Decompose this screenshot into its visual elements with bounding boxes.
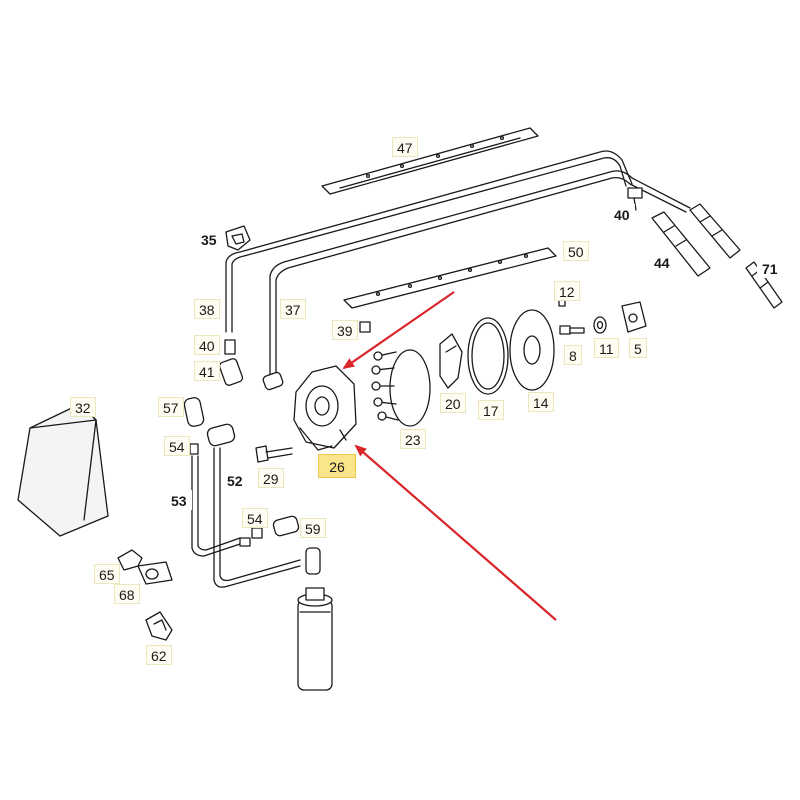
part-40-connector-top: [627, 187, 643, 211]
part-54-terminal-lower: [239, 527, 263, 547]
part-41-connector: [218, 358, 244, 386]
callout-35[interactable]: 35: [196, 229, 222, 249]
part-59-boot: [272, 515, 300, 537]
callout-71[interactable]: 71: [757, 258, 783, 278]
arrow-from-gasket: [342, 291, 455, 370]
callout-40-lower[interactable]: 40: [194, 335, 220, 355]
part-68-clamp: [137, 561, 173, 585]
part-20-rotor: [439, 333, 463, 389]
callout-57[interactable]: 57: [158, 397, 184, 417]
part-29-bolt: [255, 445, 293, 463]
part-50-gasket: [343, 247, 557, 309]
callout-8[interactable]: 8: [564, 345, 582, 365]
part-35-clip: [225, 225, 251, 251]
part-11-washer: [593, 316, 607, 334]
ignition-coil: [297, 547, 333, 691]
callout-20[interactable]: 20: [440, 393, 466, 413]
callout-17[interactable]: 17: [478, 400, 504, 420]
callout-29[interactable]: 29: [258, 468, 284, 488]
callout-11[interactable]: 11: [594, 338, 619, 358]
callout-53[interactable]: 53: [166, 490, 192, 510]
callout-65[interactable]: 65: [94, 564, 120, 584]
part-65-clamp: [117, 549, 143, 571]
callout-41[interactable]: 41: [194, 361, 220, 381]
callout-40-top[interactable]: 40: [609, 204, 635, 224]
part-32-cover: [17, 403, 109, 537]
part-37-boot: [262, 371, 284, 391]
part-14-disc: [509, 309, 555, 391]
part-71-spark-plug: [745, 261, 783, 309]
callout-12[interactable]: 12: [554, 281, 580, 301]
callout-62[interactable]: 62: [146, 645, 172, 665]
part-52-cable: [206, 423, 301, 588]
callout-39[interactable]: 39: [332, 320, 358, 340]
callout-47[interactable]: 47: [392, 137, 418, 157]
part-17-seal-ring: [467, 317, 509, 395]
part-40-connector-lower: [224, 339, 236, 355]
part-5-flange: [621, 301, 647, 333]
callout-5[interactable]: 5: [629, 338, 647, 358]
part-26-distributor-body: [293, 365, 357, 451]
arrow-from-bottom-right: [354, 444, 557, 621]
callout-44[interactable]: 44: [649, 252, 675, 272]
callout-52[interactable]: 52: [222, 470, 248, 490]
callout-26-highlighted[interactable]: 26: [318, 454, 356, 478]
callout-23[interactable]: 23: [400, 429, 426, 449]
callout-32[interactable]: 32: [70, 397, 96, 417]
part-47-rail: [321, 127, 539, 195]
part-8-bolt: [559, 325, 585, 335]
callout-38[interactable]: 38: [194, 299, 220, 319]
callout-59[interactable]: 59: [300, 518, 326, 538]
callout-54-upper[interactable]: 54: [164, 436, 190, 456]
part-54-terminal-upper: [189, 443, 199, 455]
callout-50[interactable]: 50: [563, 241, 589, 261]
part-39-nut: [359, 321, 371, 333]
pointer-arrows: [342, 291, 557, 621]
ignition-tube-lines: [225, 150, 691, 381]
part-57-boot: [183, 397, 205, 427]
callout-68[interactable]: 68: [114, 584, 140, 604]
callout-54-lower[interactable]: 54: [242, 508, 268, 528]
part-62-clip: [145, 611, 173, 641]
callout-37[interactable]: 37: [280, 299, 306, 319]
part-44-plug-pieces: [651, 203, 741, 277]
part-23-distributor-cap: [371, 349, 431, 427]
part-53-cable: [191, 455, 241, 557]
callout-14[interactable]: 14: [528, 392, 554, 412]
